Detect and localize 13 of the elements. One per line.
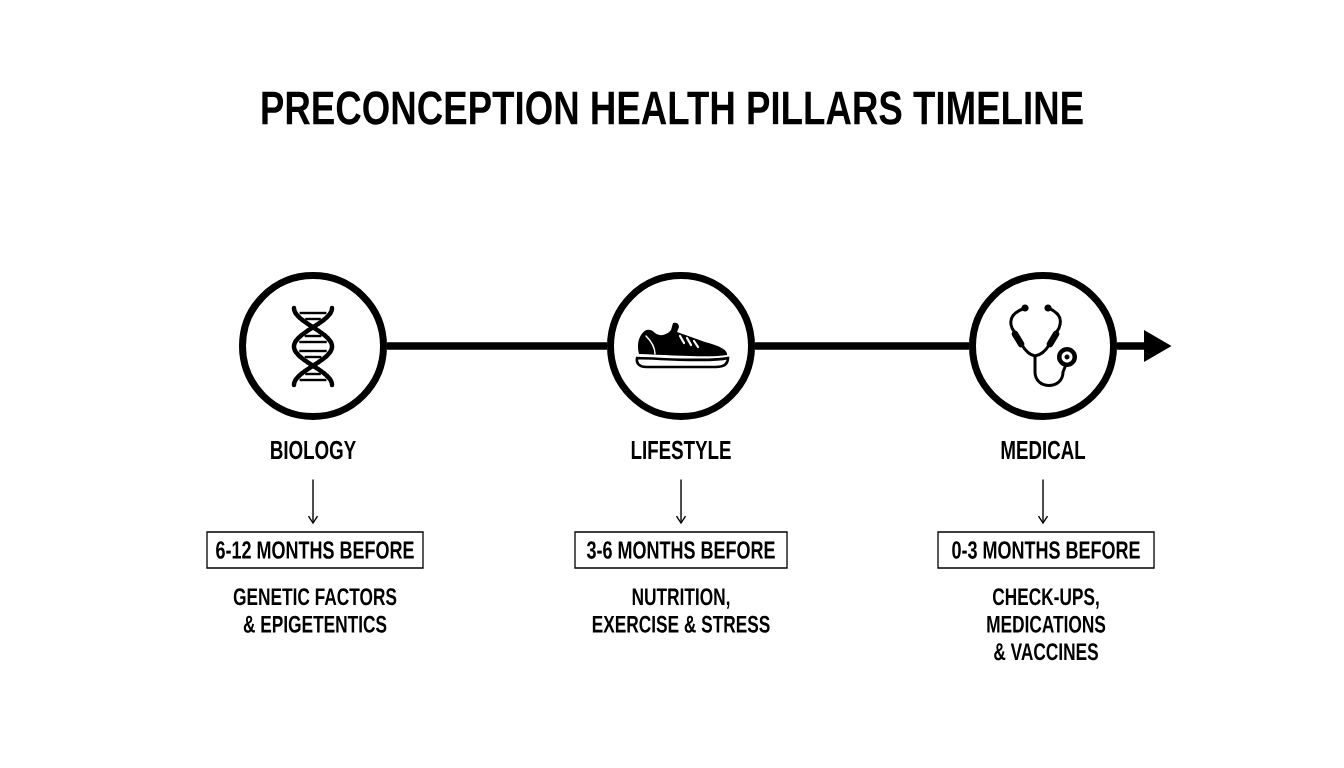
period-box: 0-3 MONTHS BEFORE [937,531,1155,569]
period-box: 3-6 MONTHS BEFORE [574,531,788,569]
pillar-label: LIFESTYLE [631,440,731,460]
title: PRECONCEPTION HEALTH PILLARS TIMELINE [262,91,1083,125]
description-text: CHECK-UPS, MEDICATIONS & VACCINES [987,588,1106,661]
pillar-label: BIOLOGY [271,440,356,460]
description-text: GENETIC FACTORS & EPIGETENTICS [233,588,397,633]
arrow [307,478,319,525]
arrow [675,478,687,525]
pillar-label: MEDICAL [1001,440,1086,460]
arrow [1037,478,1049,525]
period-box: 6-12 MONTHS BEFORE [206,531,424,569]
description-text: NUTRITION, EXERCISE & STRESS [592,588,770,633]
